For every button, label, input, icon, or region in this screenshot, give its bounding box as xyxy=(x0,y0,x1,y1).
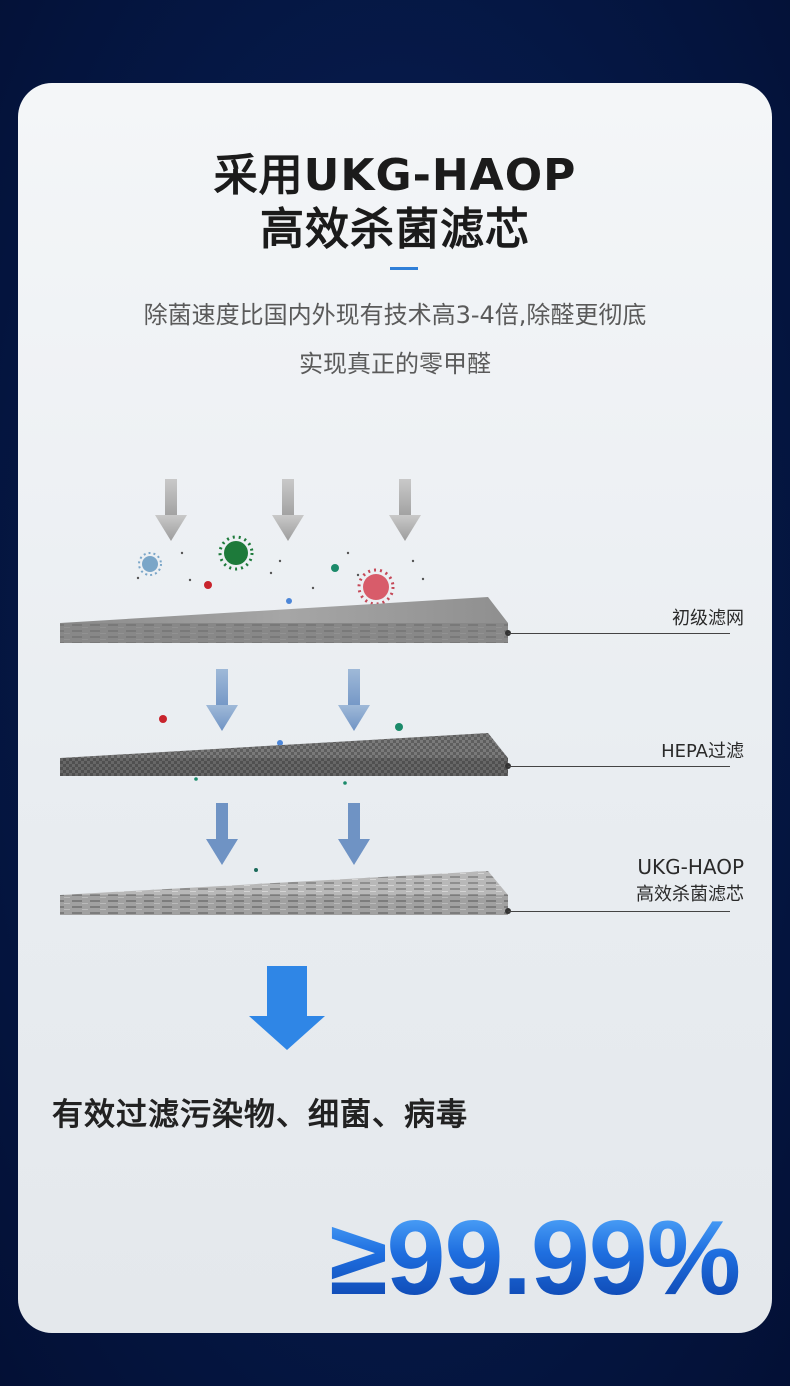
virus-icon xyxy=(218,535,254,571)
down-arrow-icon xyxy=(389,479,421,541)
content-card: 采用UKG-HAOP 高效杀菌滤芯 除菌速度比国内外现有技术高3-4倍,除醛更彻… xyxy=(18,83,772,1333)
label-hepa-filter: HEPA过滤 xyxy=(661,741,744,762)
particle-icon xyxy=(277,740,283,746)
result-arrow-icon xyxy=(249,966,325,1050)
page-title-line1: 采用UKG-HAOP xyxy=(213,150,577,201)
down-arrow-icon xyxy=(272,479,304,541)
down-arrow-icon xyxy=(338,669,370,731)
filtration-rate: ≥99.99% xyxy=(329,1199,741,1317)
subtitle-line1: 除菌速度比国内外现有技术高3-4倍,除醛更彻底 xyxy=(143,301,647,329)
virus-icon xyxy=(138,552,162,576)
filter-layer-ukg-haop xyxy=(60,871,508,915)
label-ukg-line2: 高效杀菌滤芯 xyxy=(636,884,744,905)
down-arrow-icon xyxy=(155,479,187,541)
down-arrow-icon xyxy=(206,803,238,865)
result-tagline: 有效过滤污染物、细菌、病毒 xyxy=(52,1097,468,1133)
particle-icon xyxy=(159,715,167,723)
subtitle-line2: 实现真正的零甲醛 xyxy=(299,350,491,378)
label-primary-filter: 初级滤网 xyxy=(672,608,744,629)
particle-icon xyxy=(331,564,339,572)
title-divider xyxy=(390,267,418,270)
virus-icon xyxy=(357,568,395,606)
leader-line xyxy=(508,911,730,912)
filter-layers-illustration xyxy=(60,479,508,915)
leader-line xyxy=(508,633,730,634)
label-ukg-line1: UKG-HAOP xyxy=(637,855,744,879)
page-title-line2: 高效杀菌滤芯 xyxy=(260,204,530,255)
particle-icon xyxy=(286,598,292,604)
filter-layer-primary xyxy=(60,597,508,643)
particle-icon xyxy=(204,581,212,589)
particle-icon xyxy=(395,723,403,731)
down-arrow-icon xyxy=(206,669,238,731)
down-arrow-icon xyxy=(338,803,370,865)
filter-layer-hepa xyxy=(60,733,508,776)
leader-line xyxy=(508,766,730,767)
